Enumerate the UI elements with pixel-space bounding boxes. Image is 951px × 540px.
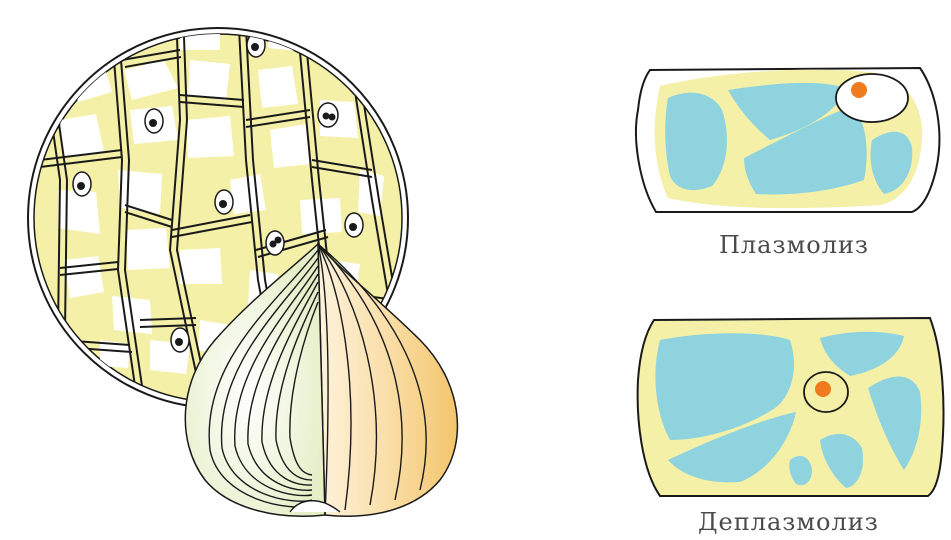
plasmolysis-cell-icon [636, 68, 939, 212]
plasmolysis-label: Плазмолиз [719, 231, 869, 259]
deplasmolysis-cell-icon [638, 318, 944, 496]
deplasmolysis-label: Деплазмолиз [698, 508, 879, 536]
